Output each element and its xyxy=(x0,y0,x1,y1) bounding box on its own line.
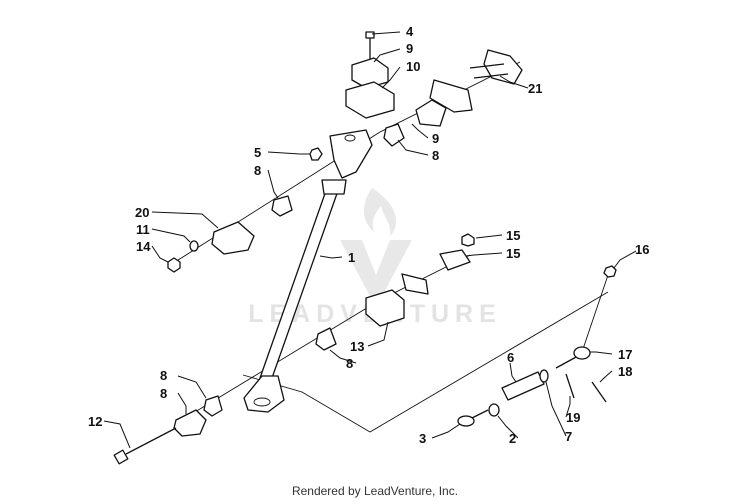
callout-18: 17 xyxy=(618,347,632,362)
callout-9-b: 9 xyxy=(432,131,439,146)
callout-8-c: 8 xyxy=(346,356,353,371)
tie-rod-end-3 xyxy=(457,409,489,427)
callout-14: 13 xyxy=(350,339,364,354)
nut-17 xyxy=(603,265,617,278)
callout-22: 21 xyxy=(528,81,542,96)
callout-16: 15 xyxy=(506,246,520,261)
footer-credit: Rendered by LeadVenture, Inc. xyxy=(291,484,459,498)
callout-8-a: 8 xyxy=(254,163,261,178)
callout-19: 18 xyxy=(618,364,632,379)
callout-13: 12 xyxy=(88,414,102,429)
callout-8-d: 8 xyxy=(160,368,167,383)
bracket-22 xyxy=(469,49,523,85)
callout-20: 19 xyxy=(566,410,580,425)
nut-15-left xyxy=(167,257,181,273)
callout-10: 9 xyxy=(406,41,413,56)
washer-12 xyxy=(189,240,199,252)
callout-9-a: 8 xyxy=(160,386,167,401)
bushing-8-lower xyxy=(315,327,337,351)
cap-9-upper xyxy=(415,99,447,127)
callout-15-b: 15 xyxy=(506,228,520,243)
cap-9-lower xyxy=(173,409,207,437)
callout-2: 2 xyxy=(509,431,516,446)
callout-7: 7 xyxy=(565,429,572,444)
callout-11: 10 xyxy=(406,59,420,74)
callout-6: 6 xyxy=(507,350,514,365)
watermark-flame-icon xyxy=(340,188,412,300)
bolt-top xyxy=(365,31,375,62)
bracket-16 xyxy=(439,249,471,271)
plate-upper xyxy=(429,79,473,113)
steering-post xyxy=(243,129,373,413)
clamp-14 xyxy=(365,289,405,327)
clamp-21 xyxy=(211,221,255,255)
rod-end-18 xyxy=(555,346,591,369)
callout-1: 1 xyxy=(348,250,355,265)
washer-7 xyxy=(539,369,549,383)
callout-15-a: 14 xyxy=(136,239,151,254)
callout-5: 5 xyxy=(254,145,261,160)
plate-mid xyxy=(401,273,429,295)
nut-5 xyxy=(309,147,323,161)
callout-8-b: 8 xyxy=(432,148,439,163)
nut-15-right xyxy=(461,233,475,247)
sleeve-6 xyxy=(501,371,545,401)
callout-4: 4 xyxy=(406,24,414,39)
washer-2 xyxy=(488,403,500,417)
callout-labels: 1 2 3 4 5 6 7 8 8 8 8 8 9 9 10 11 12 13 … xyxy=(88,24,649,446)
pin-19 xyxy=(591,381,607,403)
callout-12: 11 xyxy=(136,222,150,237)
clamp-block-11 xyxy=(345,81,395,119)
bolt-13 xyxy=(113,427,177,465)
bushing-8-mid xyxy=(271,195,293,217)
leader-lines xyxy=(103,31,637,449)
bushing-8-upper xyxy=(383,123,405,147)
bolt-20 xyxy=(565,373,575,399)
callout-3: 3 xyxy=(419,431,426,446)
callout-21: 20 xyxy=(135,205,149,220)
bushing-8-lower-left xyxy=(203,395,223,417)
callout-17: 16 xyxy=(635,242,649,257)
